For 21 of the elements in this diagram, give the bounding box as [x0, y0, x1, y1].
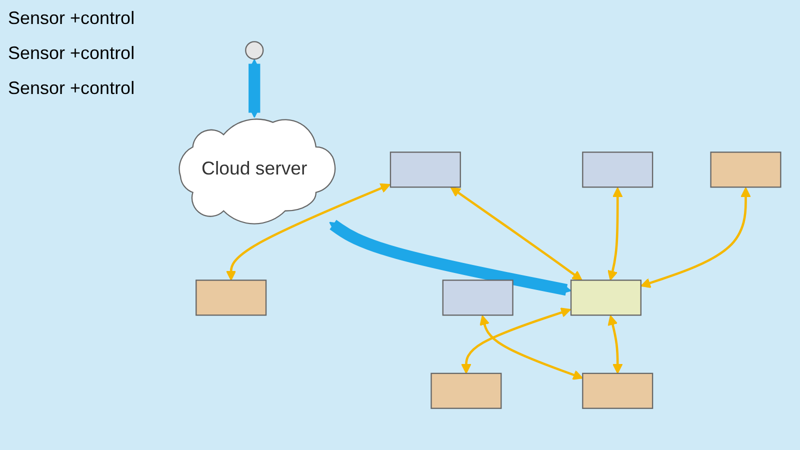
- node-box: [442, 280, 514, 316]
- sensor-label: Sensor +control: [8, 78, 136, 99]
- arrow: [608, 187, 623, 281]
- node-box: [196, 280, 267, 316]
- node-person: [245, 41, 264, 60]
- node-box: [582, 152, 654, 188]
- arrow: [608, 315, 623, 374]
- node-box: [390, 152, 461, 188]
- arrow: [329, 220, 572, 296]
- arrow: [640, 187, 751, 288]
- arrow: [226, 183, 391, 281]
- node-box: [570, 280, 642, 316]
- arrow: [450, 186, 582, 281]
- arrow: [461, 308, 572, 374]
- sensor-label: Sensor +control: [8, 43, 136, 64]
- node-box: [430, 372, 502, 409]
- node-box: [582, 372, 654, 409]
- arrow: [480, 315, 584, 380]
- node-box: [710, 152, 782, 188]
- sensor-label: Sensor +control: [8, 8, 136, 29]
- arrow: [248, 59, 260, 118]
